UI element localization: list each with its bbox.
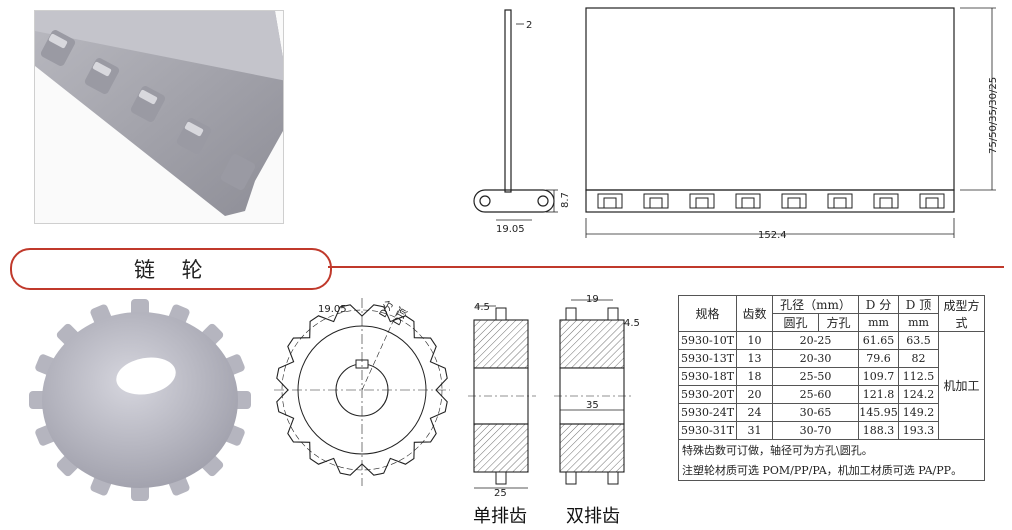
header-teeth: 齿数 [736,295,773,332]
cell-teeth: 13 [736,349,773,368]
cell-teeth: 18 [736,367,773,386]
double-hub-label: 35 [586,400,599,411]
cell-d-ding: 149.2 [898,403,939,422]
cell-bore: 30-70 [772,421,859,440]
cell-d-fen: 61.65 [858,331,899,350]
chain-link-slot [879,197,893,209]
section-tab [10,248,332,290]
cell-teeth: 20 [736,385,773,404]
cell-d-ding: 63.5 [898,331,939,350]
single-width-label: 4.5 [474,302,490,313]
pitch-label: 19.05 [496,224,525,235]
table-row: 5930-13T 13 20-30 79.6 82 [678,349,985,368]
table-note-1: 特殊齿数可订做，轴径可为方孔\圆孔。 [678,439,985,460]
cell-d-ding: 193.3 [898,421,939,440]
table-row: 5930-31T 31 30-70 188.3 193.3 [678,421,985,440]
sprocket-spec-table: 规格 齿数 孔径（mm） D 分 D 顶 成型方式 圆孔 方孔 mm mm 59… [678,295,985,481]
cell-spec: 5930-13T [678,349,737,368]
cell-d-fen: 145.95 [858,403,899,422]
chain-link-slot [649,197,663,209]
single-row-caption: 单排齿 [473,506,527,527]
table-row: 5930-10T 10 20-25 61.65 63.5 机加工 [678,331,985,440]
table-note-2: 注塑轮材质可选 POM/PP/PA，机加工材质可选 PA/PP。 [678,460,985,481]
height-label: 8.7 [560,192,571,208]
sprocket-drawing: 19.05 D分 D顶 [274,298,450,486]
chain-drawing: 2 19.05 8.7 152.4 75/50/35/30/25 [473,7,999,240]
cell-bore: 20-30 [772,349,859,368]
header-round: 圆孔 [772,313,819,332]
chain-link-slot [603,197,617,209]
cell-teeth: 24 [736,403,773,422]
chain-link-slot [833,197,847,209]
cell-spec: 5930-24T [678,403,737,422]
chain-link-slot [925,197,939,209]
header-spec: 规格 [678,295,737,332]
chain-photo [34,10,287,224]
width-label: 152.4 [758,230,787,240]
section-title: 链 轮 [134,258,213,282]
chain-link-slot [695,197,709,209]
sprocket-pitch-label: 19.05 [318,304,347,315]
table-row: 5930-24T 24 30-65 145.95 149.2 [678,403,985,422]
cell-d-fen: 121.8 [858,385,899,404]
chain-link-slot [741,197,755,209]
double-gap-label: 19 [586,294,599,305]
header-square: 方孔 [818,313,859,332]
header-unit-d-fen: mm [858,313,899,332]
header-unit-d-ding: mm [898,313,939,332]
cell-bore: 25-60 [772,385,859,404]
table-row: 5930-20T 20 25-60 121.8 124.2 [678,385,985,404]
single-hub-label: 25 [494,488,507,498]
double-row-caption: 双排齿 [566,506,620,527]
lengths-label: 75/50/35/30/25 [988,77,999,154]
cell-bore: 25-50 [772,367,859,386]
header-d-ding: D 顶 [898,295,939,314]
header-method: 成型方式 [938,295,985,332]
chain-link-slot [787,197,801,209]
cell-teeth: 31 [736,421,773,440]
single-row-section: 4.5 25 [468,302,536,498]
chain-module-image [35,11,287,216]
cell-d-ding: 124.2 [898,385,939,404]
cell-teeth: 10 [736,331,773,350]
thickness-label: 2 [526,20,532,31]
cell-method: 机加工 [938,331,985,440]
cell-spec: 5930-31T [678,421,737,440]
double-row-section: 19 4.5 35 [554,294,640,485]
cell-spec: 5930-10T [678,331,737,350]
cell-d-ding: 112.5 [898,367,939,386]
header-d-fen: D 分 [858,295,899,314]
d-ding-label: D顶 [391,306,410,327]
table-row: 5930-18T 18 25-50 109.7 112.5 [678,367,985,386]
cell-spec: 5930-20T [678,385,737,404]
cell-bore: 20-25 [772,331,859,350]
cell-d-fen: 188.3 [858,421,899,440]
cell-d-fen: 109.7 [858,367,899,386]
cell-d-ding: 82 [898,349,939,368]
header-bore: 孔径（mm） [772,295,859,314]
double-width-label: 4.5 [624,318,640,329]
cell-d-fen: 79.6 [858,349,899,368]
section-divider [328,266,1004,268]
cell-spec: 5930-18T [678,367,737,386]
sprocket-photo [29,299,251,501]
cell-bore: 30-65 [772,403,859,422]
